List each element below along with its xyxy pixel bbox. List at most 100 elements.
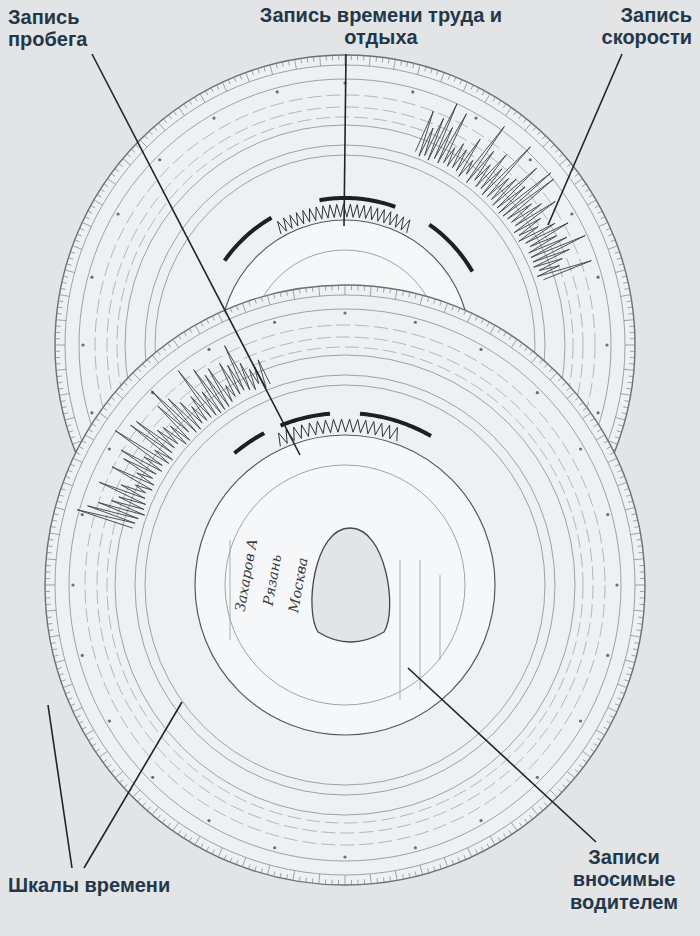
time-tick	[147, 359, 150, 363]
time-tick	[96, 418, 100, 421]
time-tick	[582, 184, 586, 187]
time-tick	[252, 70, 254, 75]
time-tick	[377, 878, 379, 883]
time-tick	[596, 730, 605, 735]
time-tick	[637, 539, 642, 541]
time-tick	[402, 874, 404, 879]
time-tick	[57, 313, 62, 315]
time-tick	[498, 100, 501, 104]
hour-dot	[90, 276, 93, 279]
time-tick	[82, 441, 86, 443]
time-tick	[55, 507, 65, 510]
time-tick	[627, 300, 632, 302]
time-tick	[57, 501, 62, 502]
time-tick	[189, 100, 192, 104]
time-tick	[72, 246, 81, 249]
time-tick	[144, 136, 147, 140]
time-tick	[345, 875, 346, 885]
time-tick	[56, 369, 66, 371]
hour-dot	[606, 654, 609, 657]
leader-line	[408, 668, 596, 842]
callout-label: Запись пробега	[8, 6, 128, 51]
time-tick	[631, 533, 641, 535]
time-tick	[206, 847, 208, 851]
time-tick	[255, 299, 257, 304]
time-tick	[611, 240, 616, 242]
time-tick	[313, 57, 315, 62]
time-tick	[530, 815, 533, 819]
time-tick	[184, 332, 187, 336]
time-tick	[544, 364, 547, 368]
time-tick	[157, 351, 160, 355]
time-tick	[420, 865, 423, 875]
time-tick	[68, 470, 73, 472]
time-tick	[370, 286, 372, 296]
handwritten-note: Захаров А	[232, 537, 261, 613]
time-tick	[65, 692, 70, 694]
time-tick	[575, 397, 579, 400]
time-tick	[369, 56, 371, 66]
hour-dot	[414, 321, 417, 324]
lower-disc	[45, 285, 645, 885]
time-tick	[133, 373, 140, 380]
time-tick	[58, 388, 63, 390]
time-tick	[163, 119, 166, 123]
time-tick	[48, 539, 53, 541]
time-tick	[331, 880, 332, 885]
time-tick	[518, 115, 521, 119]
time-tick	[115, 771, 123, 777]
time-tick	[147, 807, 150, 811]
time-tick	[76, 715, 80, 717]
time-tick	[624, 680, 629, 682]
time-tick	[640, 571, 645, 572]
time-tick	[55, 357, 60, 358]
hour-dot	[529, 158, 532, 161]
time-tick	[519, 823, 522, 827]
time-tick	[506, 107, 512, 115]
time-tick	[485, 94, 490, 103]
time-tick	[357, 880, 358, 885]
time-tick	[567, 163, 571, 166]
time-tick	[463, 82, 467, 91]
time-tick	[79, 446, 83, 448]
time-tick	[610, 715, 614, 717]
hour-dot	[207, 819, 210, 822]
scale-ring	[55, 295, 635, 875]
time-tick	[67, 264, 72, 265]
time-tick	[544, 802, 547, 806]
time-tick	[80, 228, 85, 230]
hour-dot	[606, 513, 609, 516]
time-tick	[88, 211, 92, 213]
time-tick	[624, 369, 634, 371]
hour-dot	[479, 819, 482, 822]
time-tick	[415, 872, 416, 877]
time-tick	[56, 363, 61, 364]
time-tick	[607, 721, 611, 723]
time-tick	[434, 866, 436, 871]
time-tick	[119, 163, 123, 166]
time-tick	[448, 75, 450, 80]
time-tick	[274, 294, 275, 299]
time-tick	[133, 790, 140, 797]
callout-label: Шкалы времени	[8, 874, 258, 896]
time-tick	[338, 880, 339, 885]
leader-line	[84, 702, 182, 868]
time-tick	[530, 351, 533, 355]
time-tick	[615, 704, 620, 706]
time-tick	[45, 585, 55, 586]
time-tick	[96, 749, 100, 752]
time-tick	[345, 285, 346, 295]
time-tick	[293, 290, 295, 300]
time-tick	[189, 329, 192, 333]
time-tick	[119, 780, 123, 783]
time-tick	[85, 730, 94, 735]
time-tick	[92, 424, 96, 427]
time-tick	[45, 571, 50, 572]
time-tick	[428, 868, 429, 873]
time-tick	[51, 526, 56, 528]
time-tick	[598, 211, 602, 213]
time-tick	[59, 674, 64, 676]
time-tick	[583, 759, 587, 762]
time-tick	[395, 290, 397, 300]
